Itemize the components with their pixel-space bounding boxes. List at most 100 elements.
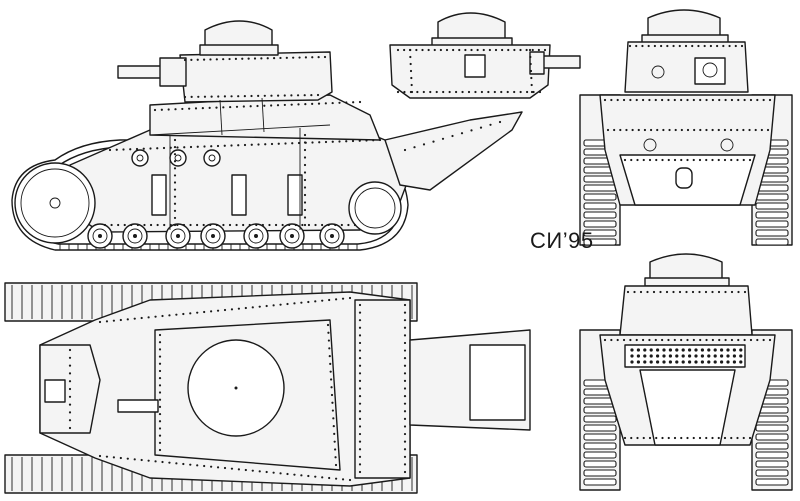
rivet xyxy=(743,98,746,102)
vent-hole xyxy=(649,354,653,358)
rivet xyxy=(358,432,362,436)
rivet xyxy=(403,357,407,360)
vent-hole xyxy=(656,360,660,364)
rivet xyxy=(403,349,407,352)
rivet xyxy=(230,144,233,147)
rivet xyxy=(276,104,280,107)
rivet xyxy=(277,142,280,145)
rivet xyxy=(311,102,314,105)
rivet xyxy=(665,290,669,294)
rivet xyxy=(335,477,338,480)
rivet xyxy=(403,319,407,322)
rivet xyxy=(189,312,192,315)
rivet xyxy=(293,473,296,476)
rivet xyxy=(328,476,331,480)
rivet xyxy=(115,148,118,151)
rivet xyxy=(358,394,362,398)
vent-hole xyxy=(720,348,724,352)
rivet xyxy=(358,387,362,390)
rivet xyxy=(345,101,348,104)
rivet xyxy=(237,307,240,310)
vent-hole xyxy=(720,354,724,358)
rivet xyxy=(228,57,231,61)
rivet xyxy=(630,436,633,440)
rivet xyxy=(699,128,702,132)
rivet xyxy=(264,143,267,146)
rivet xyxy=(654,98,657,102)
rivet xyxy=(699,98,702,102)
track-pad xyxy=(755,211,789,219)
rivet xyxy=(161,314,164,318)
rivet xyxy=(403,341,407,345)
rivet xyxy=(303,141,307,144)
rivet xyxy=(673,338,676,342)
rivet xyxy=(616,338,619,342)
vent-hole xyxy=(668,360,673,364)
rivet xyxy=(530,76,533,80)
rivet xyxy=(158,384,162,387)
rivet xyxy=(210,465,213,468)
rivet xyxy=(610,98,613,102)
rivet xyxy=(334,223,337,227)
rivet xyxy=(183,58,187,62)
vent-hole xyxy=(694,354,698,358)
vent-hole xyxy=(726,354,730,358)
rivet xyxy=(203,145,206,148)
rivet xyxy=(303,193,307,197)
rivet xyxy=(736,128,739,132)
rivet xyxy=(748,158,752,162)
rivet xyxy=(705,436,708,440)
rivet xyxy=(265,470,268,474)
rivet xyxy=(136,223,139,227)
rivet xyxy=(348,296,352,300)
rivet xyxy=(158,448,162,452)
rivet xyxy=(606,128,610,132)
rivet xyxy=(633,290,636,294)
rivet xyxy=(250,94,253,98)
rivet xyxy=(636,436,639,440)
vent-hole xyxy=(636,348,641,352)
rivet xyxy=(718,98,721,102)
rivet xyxy=(327,339,330,342)
vent-hole xyxy=(688,348,692,352)
rivet xyxy=(279,56,282,60)
rivet xyxy=(196,311,199,314)
rivet xyxy=(216,309,220,312)
rivet xyxy=(711,158,714,162)
rivet xyxy=(210,145,213,148)
rivet xyxy=(684,44,688,48)
rivet xyxy=(403,48,406,52)
rivet xyxy=(332,417,335,420)
rivet xyxy=(416,90,419,94)
track-pad xyxy=(755,238,789,246)
rivet xyxy=(756,338,759,342)
rivet xyxy=(230,467,234,470)
rivet xyxy=(626,290,630,294)
rivet xyxy=(263,94,266,97)
rivet xyxy=(68,403,72,406)
rivet xyxy=(661,338,664,342)
rivet xyxy=(257,143,260,146)
rivet xyxy=(528,48,532,52)
vent-hole xyxy=(656,354,660,358)
rivet xyxy=(347,223,350,227)
rivet xyxy=(307,474,310,478)
rivet xyxy=(284,142,287,145)
rivet xyxy=(724,290,727,294)
rivet xyxy=(126,457,129,460)
rivet xyxy=(158,355,162,358)
rivet xyxy=(217,95,220,98)
rivet xyxy=(525,48,528,52)
rivet xyxy=(310,94,313,97)
rivet xyxy=(216,466,220,469)
rivet xyxy=(642,436,645,440)
track-pad xyxy=(583,211,617,219)
vent-hole xyxy=(681,354,685,358)
rivet xyxy=(403,326,407,329)
rivet xyxy=(183,95,187,99)
rivet xyxy=(331,140,334,143)
rivet xyxy=(286,472,289,476)
rivet xyxy=(158,412,162,416)
rivet xyxy=(672,290,675,294)
rivet xyxy=(143,223,146,227)
